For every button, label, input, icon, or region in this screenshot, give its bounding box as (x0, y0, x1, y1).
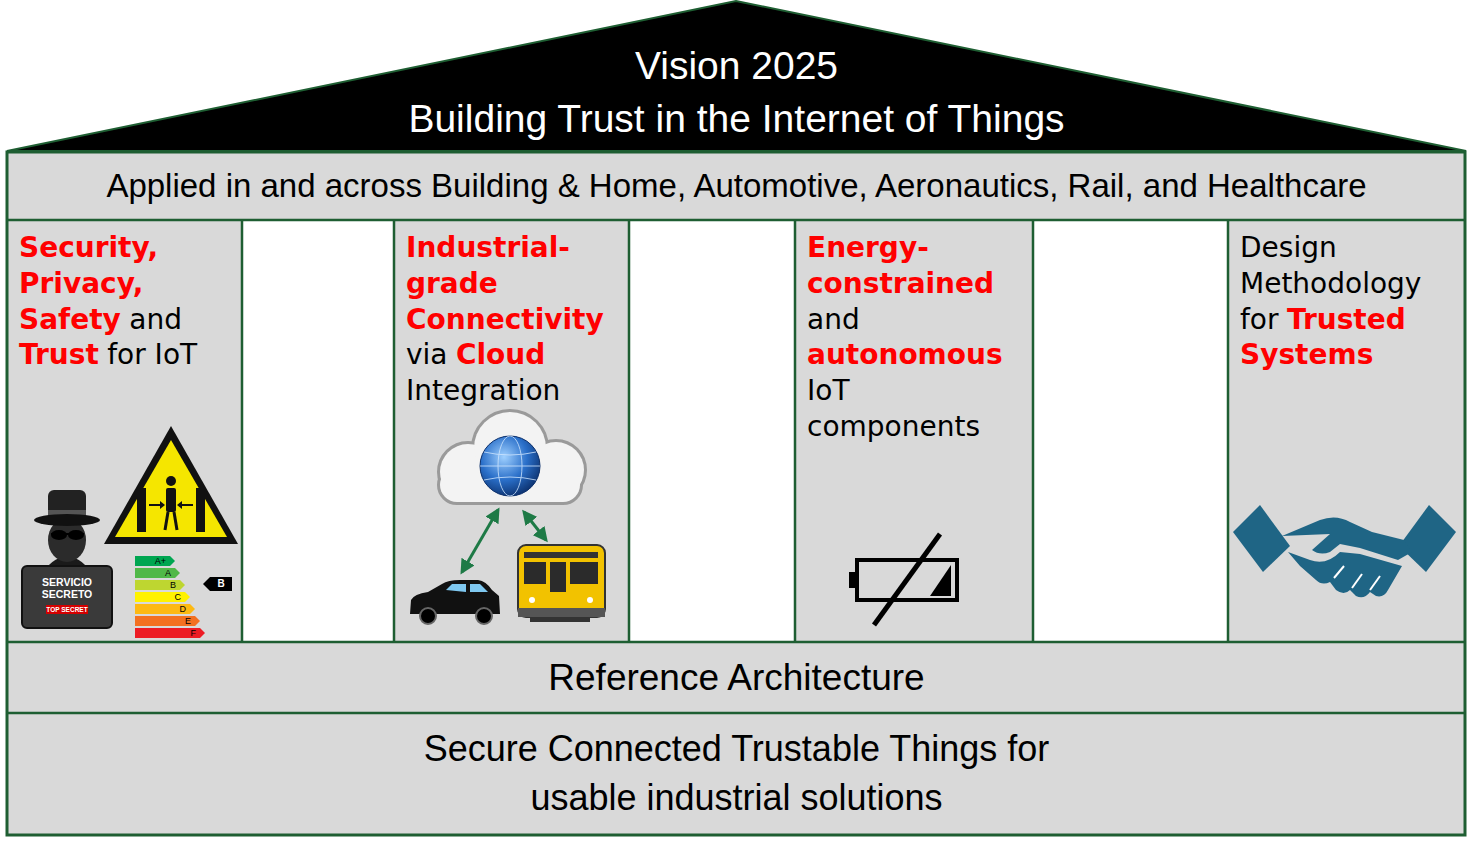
energy-class: A+ (135, 556, 168, 566)
warning-sign (104, 426, 238, 544)
highlight-text: Energy-constrained (807, 231, 994, 300)
pillar-text: for IoT (107, 338, 197, 371)
stamp-text: TOP SECRET (46, 605, 88, 614)
foundation-band: Reference Architecture (9, 644, 1464, 712)
energy-class: E (135, 616, 193, 626)
pillar-text: IoT components (807, 374, 980, 443)
hacker-icon (22, 490, 112, 628)
gap-column (243, 221, 393, 641)
pillar-box: Industrial-grade ConnectivityviaCloudInt… (396, 222, 628, 641)
gap-column (1034, 221, 1227, 641)
pillar-box: Design Methodology forTrusted Systems (1230, 222, 1464, 641)
foundation-band: Secure Connected Trustable Things for us… (9, 715, 1464, 833)
battery-icon (849, 534, 957, 625)
text-wrap: Design Methodology forTrusted Systems (1230, 222, 1464, 381)
pillar-text: via (406, 338, 448, 371)
energy-class: B (135, 580, 178, 590)
text-wrap: Applied in and across Building & Home, A… (96, 166, 1376, 206)
text-wrap: Vision 2025Building Trust in the Interne… (398, 40, 1074, 145)
highlight-text: Industrial-grade Connectivity (406, 231, 604, 336)
band-text: Reference Architecture (548, 656, 924, 700)
handshake-icon (1233, 505, 1456, 597)
gap-column (630, 221, 795, 641)
energy-class: A (135, 568, 173, 578)
title-text: Building Trust in the Internet of Things (408, 93, 1064, 146)
roof-title: Vision 2025Building Trust in the Interne… (330, 38, 1143, 148)
highlight-text: autonomous (807, 338, 1003, 371)
application-band: Applied in and across Building & Home, A… (9, 153, 1464, 219)
energy-class: D (135, 604, 188, 614)
highlight-text: Trust (19, 338, 99, 371)
energy-class: C (135, 592, 183, 602)
text-wrap: Secure Connected Trustable Things for us… (392, 725, 1082, 822)
pillar-text: Integration (406, 374, 560, 407)
text-wrap: Energy-constrainedandautonomousIoT compo… (797, 222, 1032, 453)
roof (7, 1, 1466, 151)
band-text: Applied in and across Building & Home, A… (106, 166, 1366, 206)
laptop-text: SERVICIO SECRETO (24, 577, 110, 601)
house-body (7, 152, 1465, 835)
text-wrap: Security, Privacy, SafetyandTrustfor IoT (9, 222, 241, 381)
pillar-box: Energy-constrainedandautonomousIoT compo… (797, 222, 1032, 641)
highlight-text: Cloud (456, 338, 545, 371)
text-wrap: Reference Architecture (538, 656, 934, 700)
energy-class: F (135, 628, 198, 638)
pillar-text: and (807, 303, 860, 336)
band-text: Secure Connected Trustable Things for us… (402, 725, 1072, 822)
energy-label (135, 556, 232, 638)
title-text: Vision 2025 (408, 40, 1064, 93)
train-icon (518, 545, 605, 622)
pillar-text: and (129, 303, 182, 336)
car-icon (410, 580, 500, 624)
text-wrap: Industrial-grade ConnectivityviaCloudInt… (396, 222, 628, 417)
energy-rating: B (211, 577, 231, 591)
grid-lines (7, 220, 1465, 713)
